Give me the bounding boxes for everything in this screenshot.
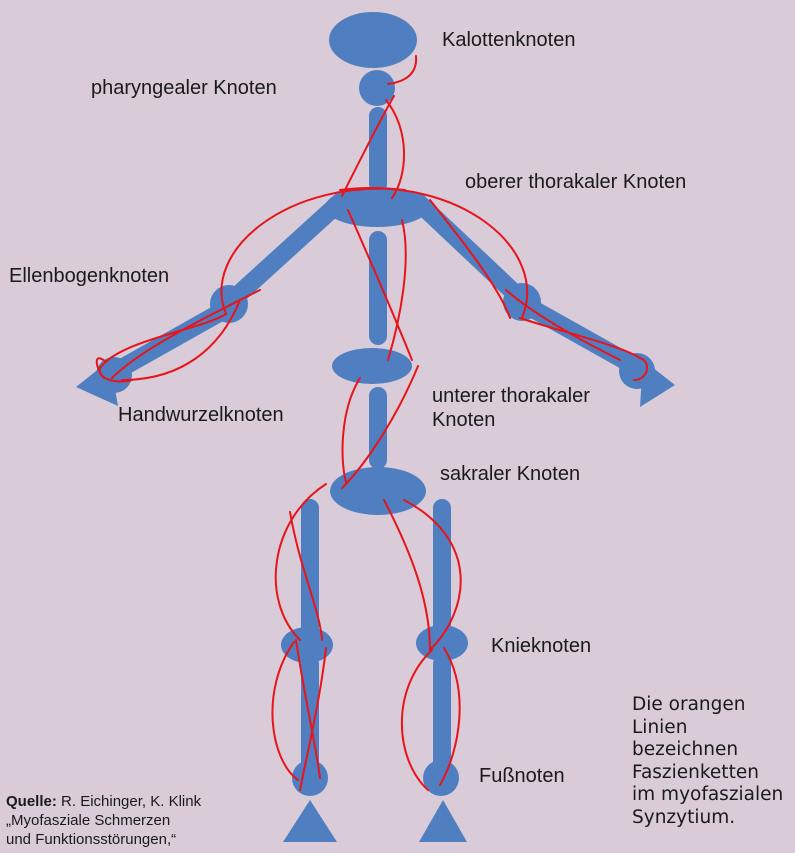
chain-right-leg-inner bbox=[384, 500, 430, 650]
legend-note: Die orangen Linien bezeichnen Faszienket… bbox=[632, 694, 795, 829]
label-lower-thoracic-node-line1: unterer thorakaler bbox=[432, 384, 590, 408]
note-line: Linien bbox=[632, 717, 795, 740]
note-line: Faszienketten bbox=[632, 762, 795, 785]
pharyngeal-node bbox=[359, 70, 395, 106]
source-citation: Quelle: R. Eichinger, K. Klink „Myofaszi… bbox=[6, 792, 266, 849]
lower-thoracic-node bbox=[332, 348, 412, 384]
label-sacral-node: sakraler Knoten bbox=[440, 462, 580, 486]
label-wrist-node: Handwurzelknoten bbox=[118, 403, 284, 427]
chain-neck-loop bbox=[386, 100, 404, 198]
source-authors: R. Eichinger, K. Klink bbox=[57, 793, 201, 810]
left-upper-arm bbox=[230, 202, 340, 302]
note-line: bezeichnen bbox=[632, 739, 795, 762]
right-foot bbox=[419, 800, 467, 842]
chain-lower-torso-a bbox=[343, 378, 360, 482]
skeleton-figure bbox=[76, 12, 675, 842]
source-line-1: Quelle: R. Eichinger, K. Klink bbox=[6, 792, 266, 811]
kalotte-node bbox=[329, 12, 417, 68]
label-knee-node: Knieknoten bbox=[491, 634, 591, 658]
source-label: Quelle: bbox=[6, 793, 57, 810]
label-elbow-node: Ellenbogenknoten bbox=[9, 264, 169, 288]
left-ankle-node bbox=[292, 760, 328, 796]
source-line-3: und Funktionsstörungen,“ bbox=[6, 830, 266, 849]
note-line: im myofaszialen bbox=[632, 784, 795, 807]
label-foot-node: Fußnoten bbox=[479, 764, 565, 788]
label-lower-thoracic-node-line2: Knoten bbox=[432, 408, 495, 432]
source-line-2: „Myofasziale Schmerzen bbox=[6, 811, 266, 830]
label-upper-thoracic-node: oberer thorakaler Knoten bbox=[465, 170, 686, 194]
note-line: Synzytium. bbox=[632, 807, 795, 830]
left-foot bbox=[283, 800, 337, 842]
left-elbow-node bbox=[210, 285, 248, 323]
chain-left-shin-outer bbox=[272, 642, 298, 780]
label-pharyngeal-node: pharyngealer Knoten bbox=[91, 76, 277, 100]
label-kalotte-node: Kalottenknoten bbox=[442, 28, 575, 52]
note-line: Die orangen bbox=[632, 694, 795, 717]
right-hand bbox=[640, 360, 675, 407]
